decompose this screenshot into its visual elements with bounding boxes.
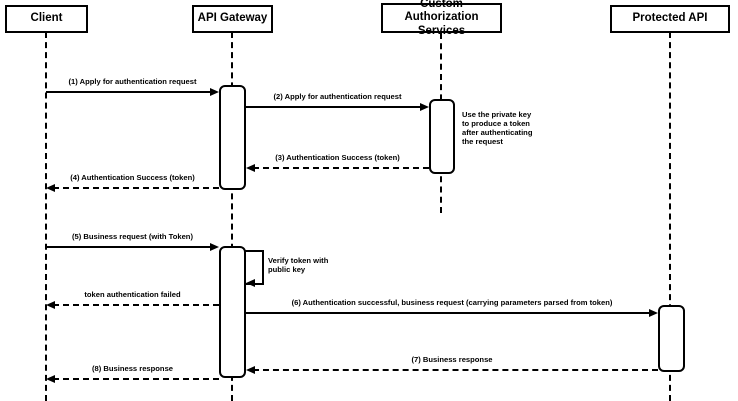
participant-box-protected-api: Protected API	[610, 5, 730, 33]
arrowhead-right-icon	[420, 103, 429, 111]
participant-box-client: Client	[5, 5, 88, 33]
arrowhead-left-icon	[246, 279, 255, 287]
arrowhead-right-icon	[649, 309, 658, 317]
message-2-line	[246, 106, 423, 108]
arrowhead-right-icon	[210, 243, 219, 251]
lifeline-client	[45, 32, 47, 401]
message-4-label: (4) Authentication Success (token)	[70, 173, 195, 182]
arrowhead-left-icon	[246, 366, 255, 374]
activation-bar-custom-authorization-services	[429, 99, 455, 174]
activation-bar-protected-api	[658, 305, 685, 372]
participant-label: Custom Authorization Services	[404, 0, 479, 37]
arrowhead-left-icon	[246, 164, 255, 172]
message-1-line	[46, 91, 213, 93]
message-token-failed-line	[53, 304, 219, 306]
message-6-line	[246, 312, 652, 314]
message-8-label: (8) Business response	[91, 364, 174, 373]
arrowhead-left-icon	[46, 375, 55, 383]
participant-label: API Gateway	[197, 12, 268, 25]
arrowhead-left-icon	[46, 301, 55, 309]
message-7-line	[253, 369, 658, 371]
lifeline-api-gateway	[231, 32, 233, 401]
message-7-label: (7) Business response	[411, 355, 493, 364]
self-message-label: Verify token with public key	[268, 256, 329, 274]
message-6-label: (6) Authentication successful, business …	[291, 298, 613, 307]
participant-box-api-gateway: API Gateway	[192, 5, 273, 33]
lifeline-protected-api	[669, 32, 671, 401]
participant-label: Client	[30, 12, 63, 25]
message-5-label: (5) Business request (with Token)	[72, 232, 193, 241]
message-2-label: (2) Apply for authentication request	[273, 92, 402, 101]
message-token-failed-label: token authentication failed	[84, 290, 181, 299]
message-3-line	[253, 167, 429, 169]
arrowhead-left-icon	[46, 184, 55, 192]
message-5-line	[46, 246, 213, 248]
message-1-label: (1) Apply for authentication request	[68, 77, 197, 86]
participant-label: Protected API	[632, 12, 708, 25]
activation-bar-api-gateway-1	[219, 85, 246, 190]
arrowhead-right-icon	[210, 88, 219, 96]
activation-bar-api-gateway-2	[219, 246, 246, 378]
message-8-line	[53, 378, 219, 380]
participant-box-custom-authorization-services: Custom Authorization Services	[381, 0, 502, 37]
message-3-label: (3) Authentication Success (token)	[275, 153, 400, 162]
message-4-line	[53, 187, 219, 189]
note-private-key: Use the private key to produce a token a…	[462, 110, 533, 146]
